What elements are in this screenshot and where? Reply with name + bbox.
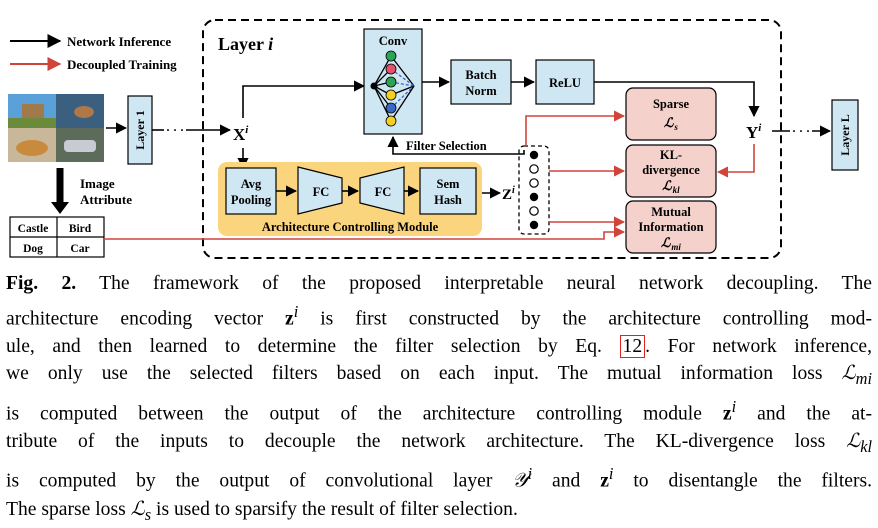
caption-line-7: is computed by the output of convolution… (6, 464, 873, 492)
relu-block (535, 59, 595, 105)
z-vector-entries (529, 150, 539, 230)
legend: Network Inference Decoupled Training (10, 34, 177, 72)
fc2-block (359, 166, 405, 215)
sparse-loss-symbol: ℒs (664, 115, 678, 132)
mi-loss-label-2: Information (638, 220, 703, 234)
kl-loss-symbol: ℒkl (662, 178, 680, 195)
attribute-castle: Castle (18, 223, 49, 235)
conv-filter-nodes (370, 50, 415, 127)
kl-loss-box (625, 144, 717, 198)
avg-pooling-label-1: Avg (241, 177, 262, 191)
fc1-label: FC (313, 185, 330, 199)
ellipsis-1: · · · (166, 123, 184, 137)
caption-line-6: tribute of the inputs to decouple the ne… (6, 430, 872, 456)
legend-training-label: Decoupled Training (67, 57, 177, 72)
attribute-car: Car (70, 243, 89, 255)
y-i-variable: Yi (746, 122, 762, 142)
relu-label: ReLU (549, 76, 581, 90)
input-images (8, 94, 104, 162)
avg-pooling-block (225, 167, 277, 215)
attribute-dog: Dog (23, 243, 43, 255)
z-i-variable: Zi (502, 185, 515, 203)
caption-line-8: The sparse loss ℒs is used to sparsify t… (6, 498, 518, 524)
layer-1-block (127, 95, 153, 165)
training-arrows (104, 110, 755, 240)
legend-inference-label: Network Inference (67, 34, 171, 49)
attribute-table: Castle Bird Dog Car (9, 216, 105, 258)
image-attribute-label-2: Attribute (80, 192, 132, 207)
z-vector (518, 145, 550, 235)
acm-label: Architecture Controlling Module (262, 220, 439, 234)
caption-line-4: we only use the selected filters based o… (6, 363, 872, 389)
batch-norm-label-1: Batch (465, 68, 496, 82)
figure-label: Fig. 2. (6, 273, 77, 294)
sem-hash-block (419, 167, 477, 215)
filter-selection-label: Filter Selection (406, 139, 487, 153)
batch-norm-label-2: Norm (465, 84, 497, 98)
layer-1-label: Layer 1 (133, 110, 147, 149)
framework-diagram: Network Inference Decoupled Training Ima… (8, 19, 859, 259)
acm-background (218, 162, 482, 236)
layer-l-label: Layer L (838, 114, 852, 155)
avg-pooling-label-2: Pooling (231, 193, 272, 207)
sparse-loss-box (625, 87, 717, 141)
kl-loss-label-1: KL- (660, 148, 682, 162)
conv-label: Conv (379, 34, 408, 48)
fc2-label: FC (375, 185, 392, 199)
ellipsis-2: · · · (792, 124, 810, 138)
equation-ref-link[interactable]: 12 (619, 334, 646, 358)
batch-norm-block (450, 59, 512, 105)
sem-hash-label-2: Hash (434, 193, 462, 207)
image-attribute-label-1: Image (80, 176, 115, 191)
caption-line-5: is computed between the output of the ar… (6, 396, 873, 425)
figure-caption: Fig. 2. The framework of the proposed in… (6, 270, 872, 528)
caption-line-3: ule, and then learned to determine the f… (6, 334, 872, 358)
attribute-arrow-head (51, 202, 69, 214)
caption-line-1: Fig. 2. The framework of the proposed in… (6, 273, 873, 294)
x-i-variable: Xi (233, 124, 249, 144)
layer-i-title: Layer i (218, 34, 273, 54)
sparse-loss-label: Sparse (653, 97, 690, 111)
layer-l-block (831, 99, 859, 171)
sem-hash-label-1: Sem (437, 177, 461, 191)
layer-i-container (202, 19, 782, 259)
mi-loss-label-1: Mutual (651, 205, 691, 219)
fc1-block (297, 166, 343, 215)
caption-line-2: architecture encoding vector zi is first… (6, 301, 872, 330)
mi-loss-box (625, 200, 717, 254)
mi-loss-symbol: ℒmi (661, 235, 681, 252)
attribute-bird: Bird (69, 223, 92, 235)
kl-loss-label-2: divergence (642, 163, 700, 177)
